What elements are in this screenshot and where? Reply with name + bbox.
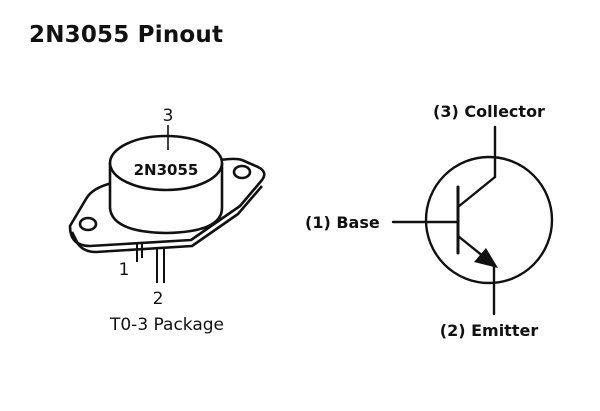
mounting-hole-left xyxy=(78,216,98,232)
package-flange-edge xyxy=(70,185,263,254)
pin-1-number: 1 xyxy=(119,260,130,280)
page-title: 2N3055 Pinout xyxy=(29,22,224,48)
pin-1-lead xyxy=(136,244,143,262)
package-can-top xyxy=(108,134,224,192)
emitter-label: (2) Emitter xyxy=(440,321,539,340)
pin-3-number: 3 xyxy=(163,106,174,126)
emitter-arrow-icon xyxy=(474,248,498,268)
pin-2-number: 2 xyxy=(153,289,164,309)
part-marking: 2N3055 xyxy=(134,161,199,179)
collector-diagonal xyxy=(456,175,497,209)
npn-transistor-symbol xyxy=(391,125,554,316)
symbol-circle xyxy=(424,155,554,285)
to3-package-drawing xyxy=(68,125,266,283)
base-label: (1) Base xyxy=(305,213,380,232)
mounting-hole-right xyxy=(232,164,252,180)
pin-2-lead xyxy=(156,247,165,283)
package-label: T0-3 Package xyxy=(109,315,224,335)
collector-label: (3) Collector xyxy=(433,102,545,121)
